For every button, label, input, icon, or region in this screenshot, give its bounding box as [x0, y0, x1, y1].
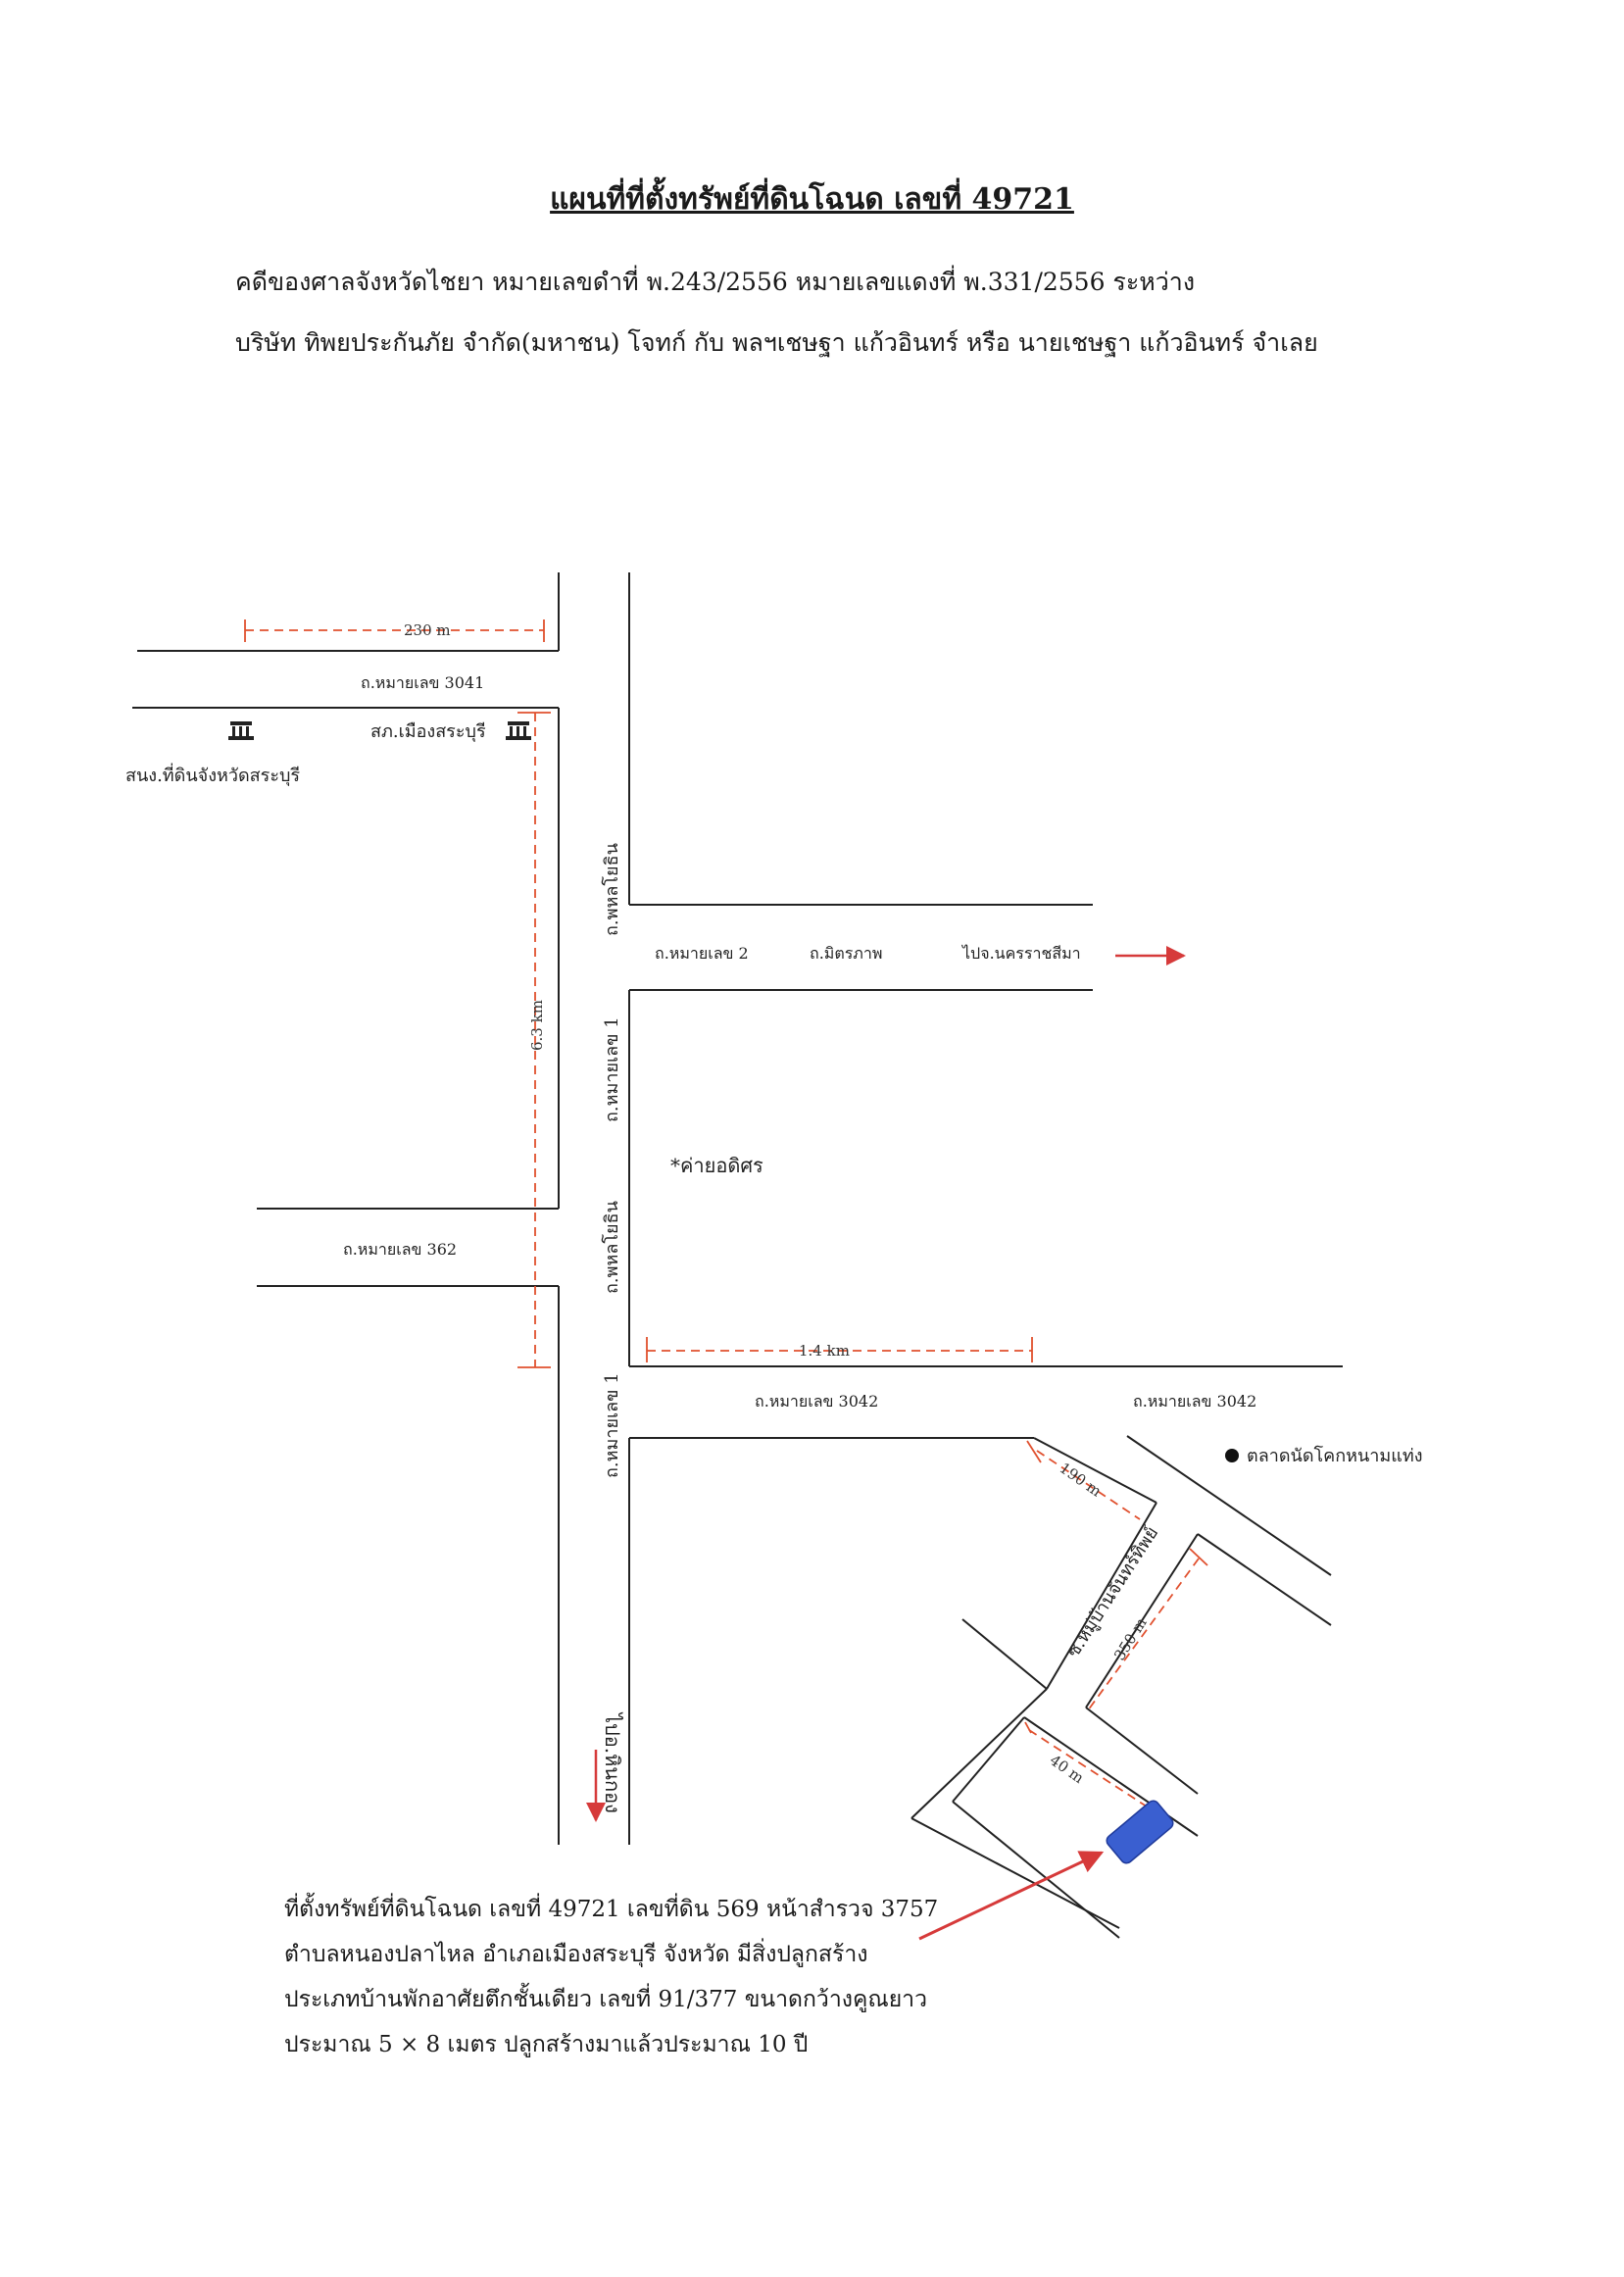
road-label-phahon-lower: ถ.พหลโยธิน — [601, 1201, 622, 1294]
measurement-lines — [244, 619, 1208, 1807]
road-3042-diagonal-south-edge — [1197, 1533, 1332, 1626]
lane-west-inner-edge — [952, 1716, 1025, 1803]
description-line-1: ที่ตั้งทรัพย์ที่ดินโฉนด เลขที่ 49721 เลข… — [284, 1897, 939, 1922]
road-label-362: ถ.หมายเลข 362 — [343, 1240, 457, 1259]
place-market: ตลาดนัดโคกหนามแท่ง — [1247, 1445, 1423, 1466]
road-label-road-2: ถ.หมายเลข 2 — [655, 944, 749, 963]
road-label-to-korat: ไปจ.นครราชสีมา — [960, 944, 1081, 963]
road-network — [132, 572, 1343, 1939]
case-header-line-2: บริษัท ทิพยประกันภัย จำกัด(มหาชน) โจทก์ … — [235, 328, 1318, 357]
road-label-phahon-upper: ถ.พหลโยธิน — [601, 843, 622, 936]
lane-south-inner-edge — [952, 1801, 1120, 1939]
distance-190m: 190 m — [1057, 1460, 1105, 1501]
distance-230m: 230 m — [404, 621, 451, 639]
soi-east-edge — [1085, 1533, 1199, 1708]
lower-branch-west-edge — [961, 1618, 1048, 1690]
road-label-to-hinkong: ไปอ.หินกอง — [601, 1711, 624, 1813]
place-camp-adisorn: *ค่ายอดิศร — [670, 1154, 763, 1177]
distance-1-4km: 1.4 km — [799, 1342, 850, 1360]
distance-350m: 350 m — [1110, 1614, 1151, 1663]
description-line-4: ประมาณ 5 × 8 เมตร ปลูกสร้างมาแล้วประมาณ … — [284, 2032, 809, 2057]
lane-west-outer-edge — [910, 1688, 1048, 1819]
measure-350m — [1087, 1558, 1200, 1711]
case-header-line-1: คดีของศาลจังหวัดไชยา หมายเลขดำที่ พ.243/… — [235, 268, 1196, 296]
road-label-road-1-lower: ถ.หมายเลข 1 — [602, 1372, 622, 1478]
property-pointer-arrow — [918, 1851, 1105, 1941]
road-3042-diagonal-north-edge — [1126, 1435, 1332, 1576]
measure-40m — [1028, 1729, 1148, 1807]
place-land-office: สนง.ที่ดินจังหวัดสระบุรี — [125, 763, 300, 786]
road-label-road-1-upper: ถ.หมายเลข 1 — [602, 1016, 622, 1122]
property-description: ที่ตั้งทรัพย์ที่ดินโฉนด เลขที่ 49721 เลข… — [284, 1887, 938, 2067]
road-label-3041: ถ.หมายเลข 3041 — [361, 673, 484, 692]
soi-west-edge — [1046, 1502, 1157, 1690]
lower-branch-north-edge — [1085, 1707, 1199, 1795]
description-line-2: ตำบลหนองปลาไหล อำเภอเมืองสระบุรี จังหวัด… — [284, 1942, 868, 1967]
parcel-lane-north-edge — [1023, 1716, 1199, 1837]
dot-marker-icon — [1225, 1449, 1239, 1462]
road-label-soi: ซ.หมู่บ้านจันทร์ทิพย์ — [1063, 1523, 1163, 1661]
place-police: สภ.เมืองสระบุรี — [370, 721, 486, 742]
soi-junction-edge — [1033, 1437, 1157, 1504]
page-title: แผนที่ที่ตั้งทรัพย์ที่ดินโฉนด เลขที่ 497… — [550, 182, 1074, 217]
road-label-3042-b: ถ.หมายเลข 3042 — [1133, 1392, 1256, 1411]
property-marker — [1106, 1800, 1174, 1864]
government-building-icon — [506, 721, 531, 740]
road-label-3042-a: ถ.หมายเลข 3042 — [755, 1392, 878, 1411]
distance-6-3km: 6.3 km — [528, 1000, 546, 1051]
description-line-3: ประเภทบ้านพักอาศัยตึกชั้นเดียว เลขที่ 91… — [284, 1987, 928, 2012]
road-label-mittraphap: ถ.มิตรภาพ — [810, 944, 882, 963]
measure-190m — [1036, 1450, 1141, 1520]
government-building-icon — [228, 721, 254, 740]
